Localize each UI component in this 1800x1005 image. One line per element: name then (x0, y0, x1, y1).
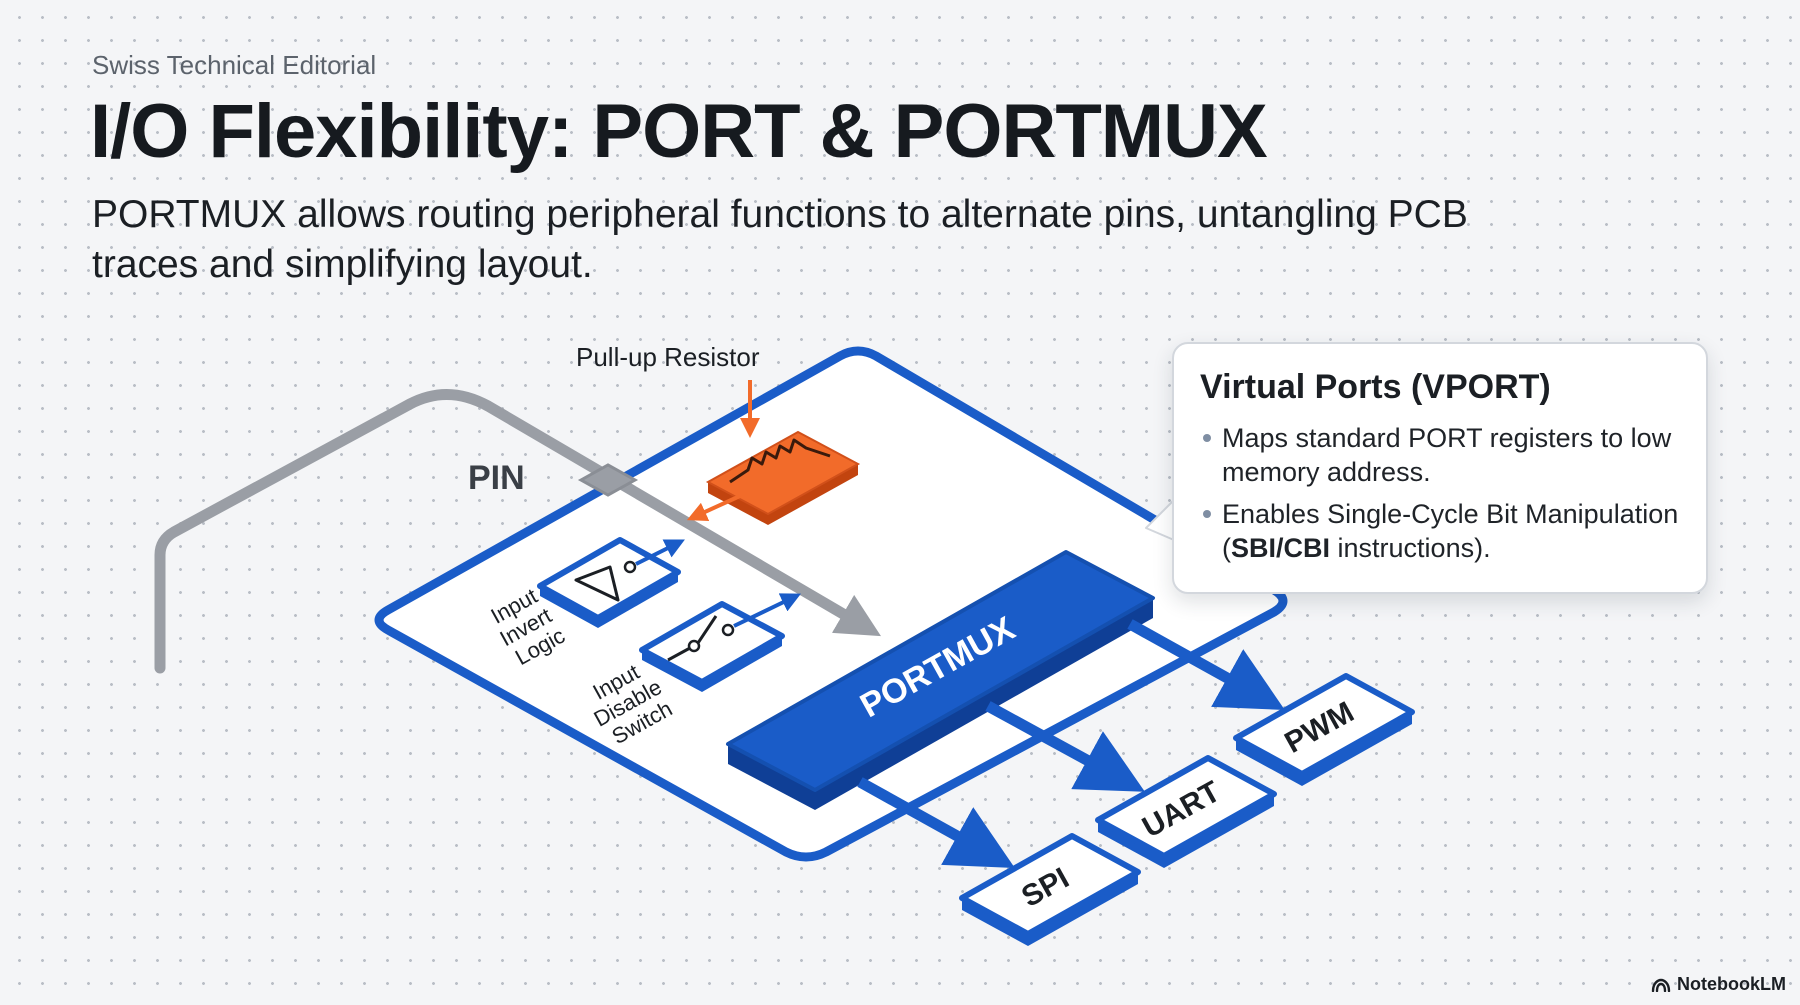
vport-callout: Virtual Ports (VPORT) Maps standard PORT… (1172, 342, 1708, 594)
pin-label: PIN (468, 459, 525, 497)
uart-arrow (985, 701, 1145, 792)
spi-box (959, 833, 1141, 946)
pin-trace (154, 389, 881, 674)
pullup-label: Pull-up Resistor (576, 342, 760, 372)
callout-bullet: Enables Single-Cycle Bit Manipulation (S… (1200, 497, 1680, 565)
portmux-block (726, 550, 1155, 810)
callout-title: Virtual Ports (VPORT) (1200, 368, 1551, 406)
spi-arrow (857, 777, 1015, 869)
resistor-icon (705, 430, 861, 525)
brand-name: NotebookLM (1677, 974, 1786, 994)
disable-label: Input Disable Switch (578, 650, 683, 752)
page-subtitle: PORTMUX allows routing peripheral functi… (92, 193, 1468, 286)
uart-box (1095, 755, 1277, 868)
pwm-box (1233, 673, 1415, 786)
switch-output-arrow (733, 593, 802, 628)
callout-bullets: Maps standard PORT registers to low memo… (1200, 421, 1680, 565)
invert-output-arrow (635, 539, 685, 566)
page-title: I/O Flexibility: PORT & PORTMUX (90, 89, 1268, 174)
switch-icon (639, 601, 785, 692)
callout-bullet: Maps standard PORT registers to low memo… (1200, 421, 1680, 489)
pullup-feed-arrow (686, 494, 741, 521)
kicker: Swiss Technical Editorial (92, 50, 377, 80)
brand-watermark: NotebookLM (1651, 974, 1786, 995)
notebooklm-logo-icon (1651, 978, 1671, 992)
pwm-arrow (1127, 619, 1285, 711)
pin-junction (577, 463, 639, 497)
